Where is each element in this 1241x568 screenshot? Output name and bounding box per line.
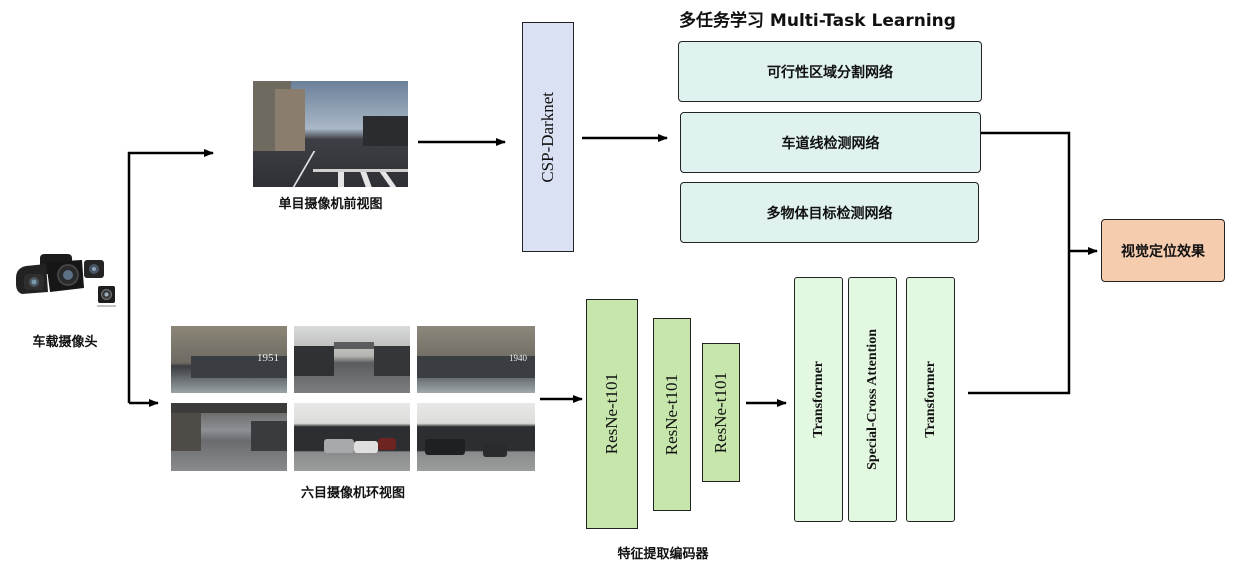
resnet-label: ResNe-t101 <box>711 371 730 454</box>
task-label: 多物体目标检测网络 <box>766 205 893 222</box>
transformer-block-2: Transformer <box>906 277 955 522</box>
encoder-label: 特征提取编码器 <box>617 547 709 562</box>
task-object-detection: 多物体目标检测网络 <box>680 182 979 243</box>
special-cross-attention-block: Special-Cross Attention <box>848 277 897 522</box>
surround-image-front-right: 1940 <box>417 326 535 393</box>
camera-label: 车载摄像头 <box>32 335 98 350</box>
attention-label: Special-Cross Attention <box>864 329 880 470</box>
task-label: 车道线检测网络 <box>781 135 880 152</box>
surround-image-front-left: 1951 <box>171 326 287 393</box>
surround-image-back-left <box>171 403 287 471</box>
transformer-block-1: Transformer <box>794 277 843 522</box>
result-label: 视觉定位效果 <box>1121 243 1205 260</box>
task-drivable-area-segmentation: 可行性区域分割网络 <box>678 41 982 102</box>
resnet-block-3: ResNe-t101 <box>702 343 740 482</box>
monocular-front-image <box>253 81 408 187</box>
diagram-title: 多任务学习 Multi-Task Learning <box>679 11 956 31</box>
task-lane-detection: 车道线检测网络 <box>680 112 981 173</box>
resnet-block-1: ResNe-t101 <box>586 299 638 529</box>
resnet-label: ResNe-t101 <box>662 373 681 456</box>
surround-image-front <box>294 326 410 393</box>
tasks-merge-line <box>968 131 1071 395</box>
surround-label: 六目摄像机环视图 <box>300 486 405 501</box>
camera-split-line <box>127 149 214 403</box>
csp-darknet-block: CSP-Darknet <box>522 22 574 252</box>
visual-localization-result: 视觉定位效果 <box>1101 219 1225 282</box>
vehicle-camera-icon <box>12 248 116 310</box>
resnet-label: ResNe-t101 <box>602 373 621 455</box>
transformer-label: Transformer <box>810 361 826 438</box>
task-label: 可行性区域分割网络 <box>767 64 893 81</box>
resnet-block-2: ResNe-t101 <box>653 318 691 511</box>
surround-image-back <box>294 403 410 471</box>
csp-darknet-label: CSP-Darknet <box>538 91 557 183</box>
surround-image-grid: 1951 1940 <box>171 326 535 471</box>
monocular-label: 单目摄像机前视图 <box>278 197 383 212</box>
surround-image-back-right <box>417 403 535 471</box>
transformer-label: Transformer <box>922 361 938 438</box>
